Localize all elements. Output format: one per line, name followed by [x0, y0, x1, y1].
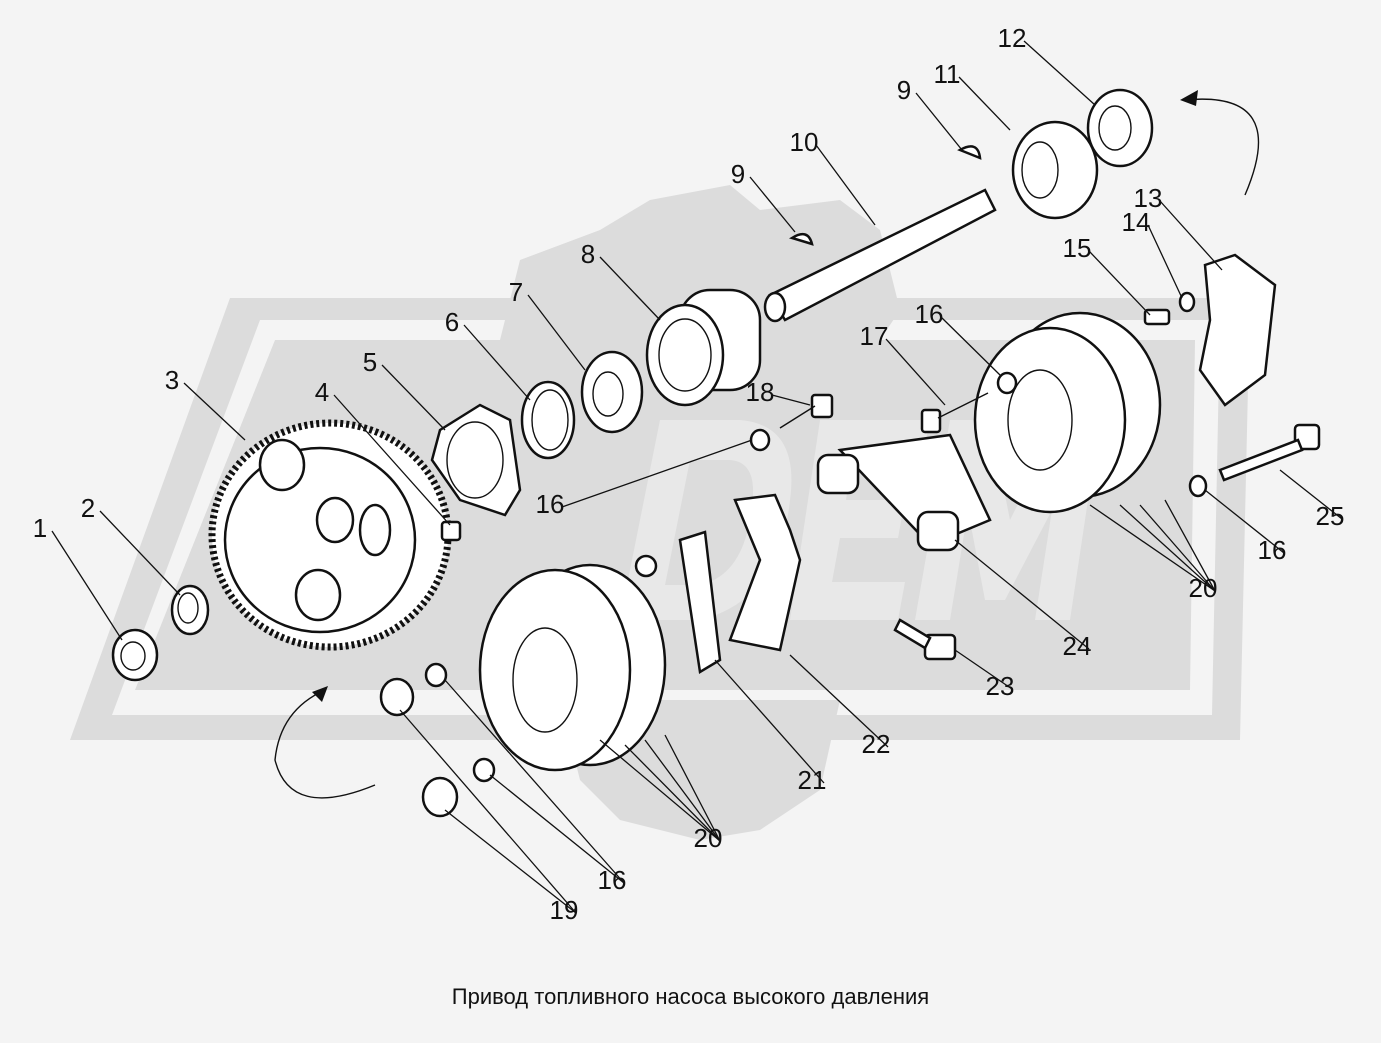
callout-16: 16 [915, 299, 944, 329]
callout-9: 9 [731, 159, 745, 189]
bearing-7 [580, 350, 644, 434]
leader-line [444, 679, 625, 884]
gasket-5 [430, 403, 522, 517]
leader-line [1204, 489, 1285, 554]
leader-line [561, 439, 753, 508]
leader-line [599, 739, 721, 842]
leader-line [885, 338, 946, 406]
leader-line [1159, 200, 1223, 271]
bolt-18 [779, 393, 834, 429]
callout-3: 3 [165, 365, 179, 395]
leader-line [624, 744, 721, 842]
lock-washer-2 [170, 584, 210, 636]
leader-line [463, 324, 531, 401]
leader-line [789, 654, 889, 748]
callout-19: 19 [550, 895, 579, 925]
leader-line [599, 256, 661, 321]
leader-line [644, 739, 721, 842]
leader-line [714, 659, 825, 784]
bearing-12 [1086, 88, 1154, 168]
callout-22: 22 [862, 729, 891, 759]
callout-20: 20 [1189, 573, 1218, 603]
washers-16 [424, 371, 1208, 783]
callout-16: 16 [598, 865, 627, 895]
callout-8: 8 [581, 239, 595, 269]
callout-16: 16 [536, 489, 565, 519]
leader-line [1089, 504, 1216, 592]
leader-line [183, 382, 246, 441]
leader-lines [51, 40, 1343, 914]
gear-3 [208, 419, 452, 651]
leader-line [527, 294, 586, 371]
leader-line [1139, 504, 1216, 592]
flexible-plate-pack-lower [478, 563, 667, 772]
leader-line [51, 530, 123, 641]
washer-14 [1178, 291, 1196, 313]
callout-4: 4 [315, 377, 329, 407]
nut-1 [111, 628, 159, 682]
leader-line [749, 176, 796, 233]
bracket-13 [1198, 253, 1277, 407]
ring-6 [520, 380, 576, 460]
callout-11: 11 [934, 59, 961, 89]
callout-2: 2 [81, 493, 95, 523]
leader-line [381, 364, 446, 431]
leader-line [1088, 250, 1151, 316]
callout-9: 9 [897, 75, 911, 105]
leader-line [399, 709, 577, 914]
callout-10: 10 [790, 127, 819, 157]
leader-line [815, 144, 876, 226]
leader-line [954, 539, 1090, 650]
bolt-25 [1218, 423, 1321, 482]
callout-23: 23 [986, 671, 1015, 701]
leader-line [99, 510, 181, 596]
callout-15: 15 [1063, 233, 1092, 263]
leader-line [489, 774, 625, 884]
bearing-11 [1011, 120, 1099, 220]
leader-line [1279, 469, 1343, 520]
callout-16: 16 [1258, 535, 1287, 565]
callout-7: 7 [509, 277, 523, 307]
callout-17: 17 [860, 321, 889, 351]
bolt-17 [920, 392, 989, 434]
diagram-caption: Привод топливного насоса высокого давлен… [451, 984, 930, 1009]
leader-line [940, 316, 1001, 376]
bolt-15 [1143, 308, 1171, 326]
callout-20: 20 [694, 823, 723, 853]
coupling-8 [645, 288, 762, 407]
bolt-23 [893, 618, 957, 661]
nuts-19 [379, 677, 459, 818]
flange-22 [728, 493, 802, 652]
leader-line [1164, 499, 1216, 592]
leader-line [444, 809, 577, 914]
rotation-arrows [274, 90, 1260, 799]
leader-line [664, 734, 721, 842]
callout-18: 18 [746, 377, 775, 407]
callout-1: 1 [33, 513, 47, 543]
hub-24 [816, 433, 992, 552]
callout-24: 24 [1063, 631, 1092, 661]
leader-line [1147, 224, 1183, 299]
bolt-4 [440, 520, 462, 542]
leader-line [333, 394, 451, 526]
callout-13: 13 [1134, 183, 1163, 213]
leader-line [915, 92, 963, 151]
leader-line [1023, 40, 1096, 106]
leader-line [1119, 504, 1216, 592]
leader-line [954, 649, 1013, 690]
key-9 [788, 145, 982, 246]
callout-21: 21 [798, 765, 827, 795]
shaft-10 [763, 188, 997, 323]
callout-12: 12 [998, 23, 1027, 53]
callout-6: 6 [445, 307, 459, 337]
leader-line [958, 76, 1011, 131]
leader-line [771, 394, 811, 406]
callout-14: 14 [1122, 207, 1151, 237]
callout-25: 25 [1316, 501, 1345, 531]
callout-5: 5 [363, 347, 377, 377]
plate-21 [678, 530, 722, 675]
